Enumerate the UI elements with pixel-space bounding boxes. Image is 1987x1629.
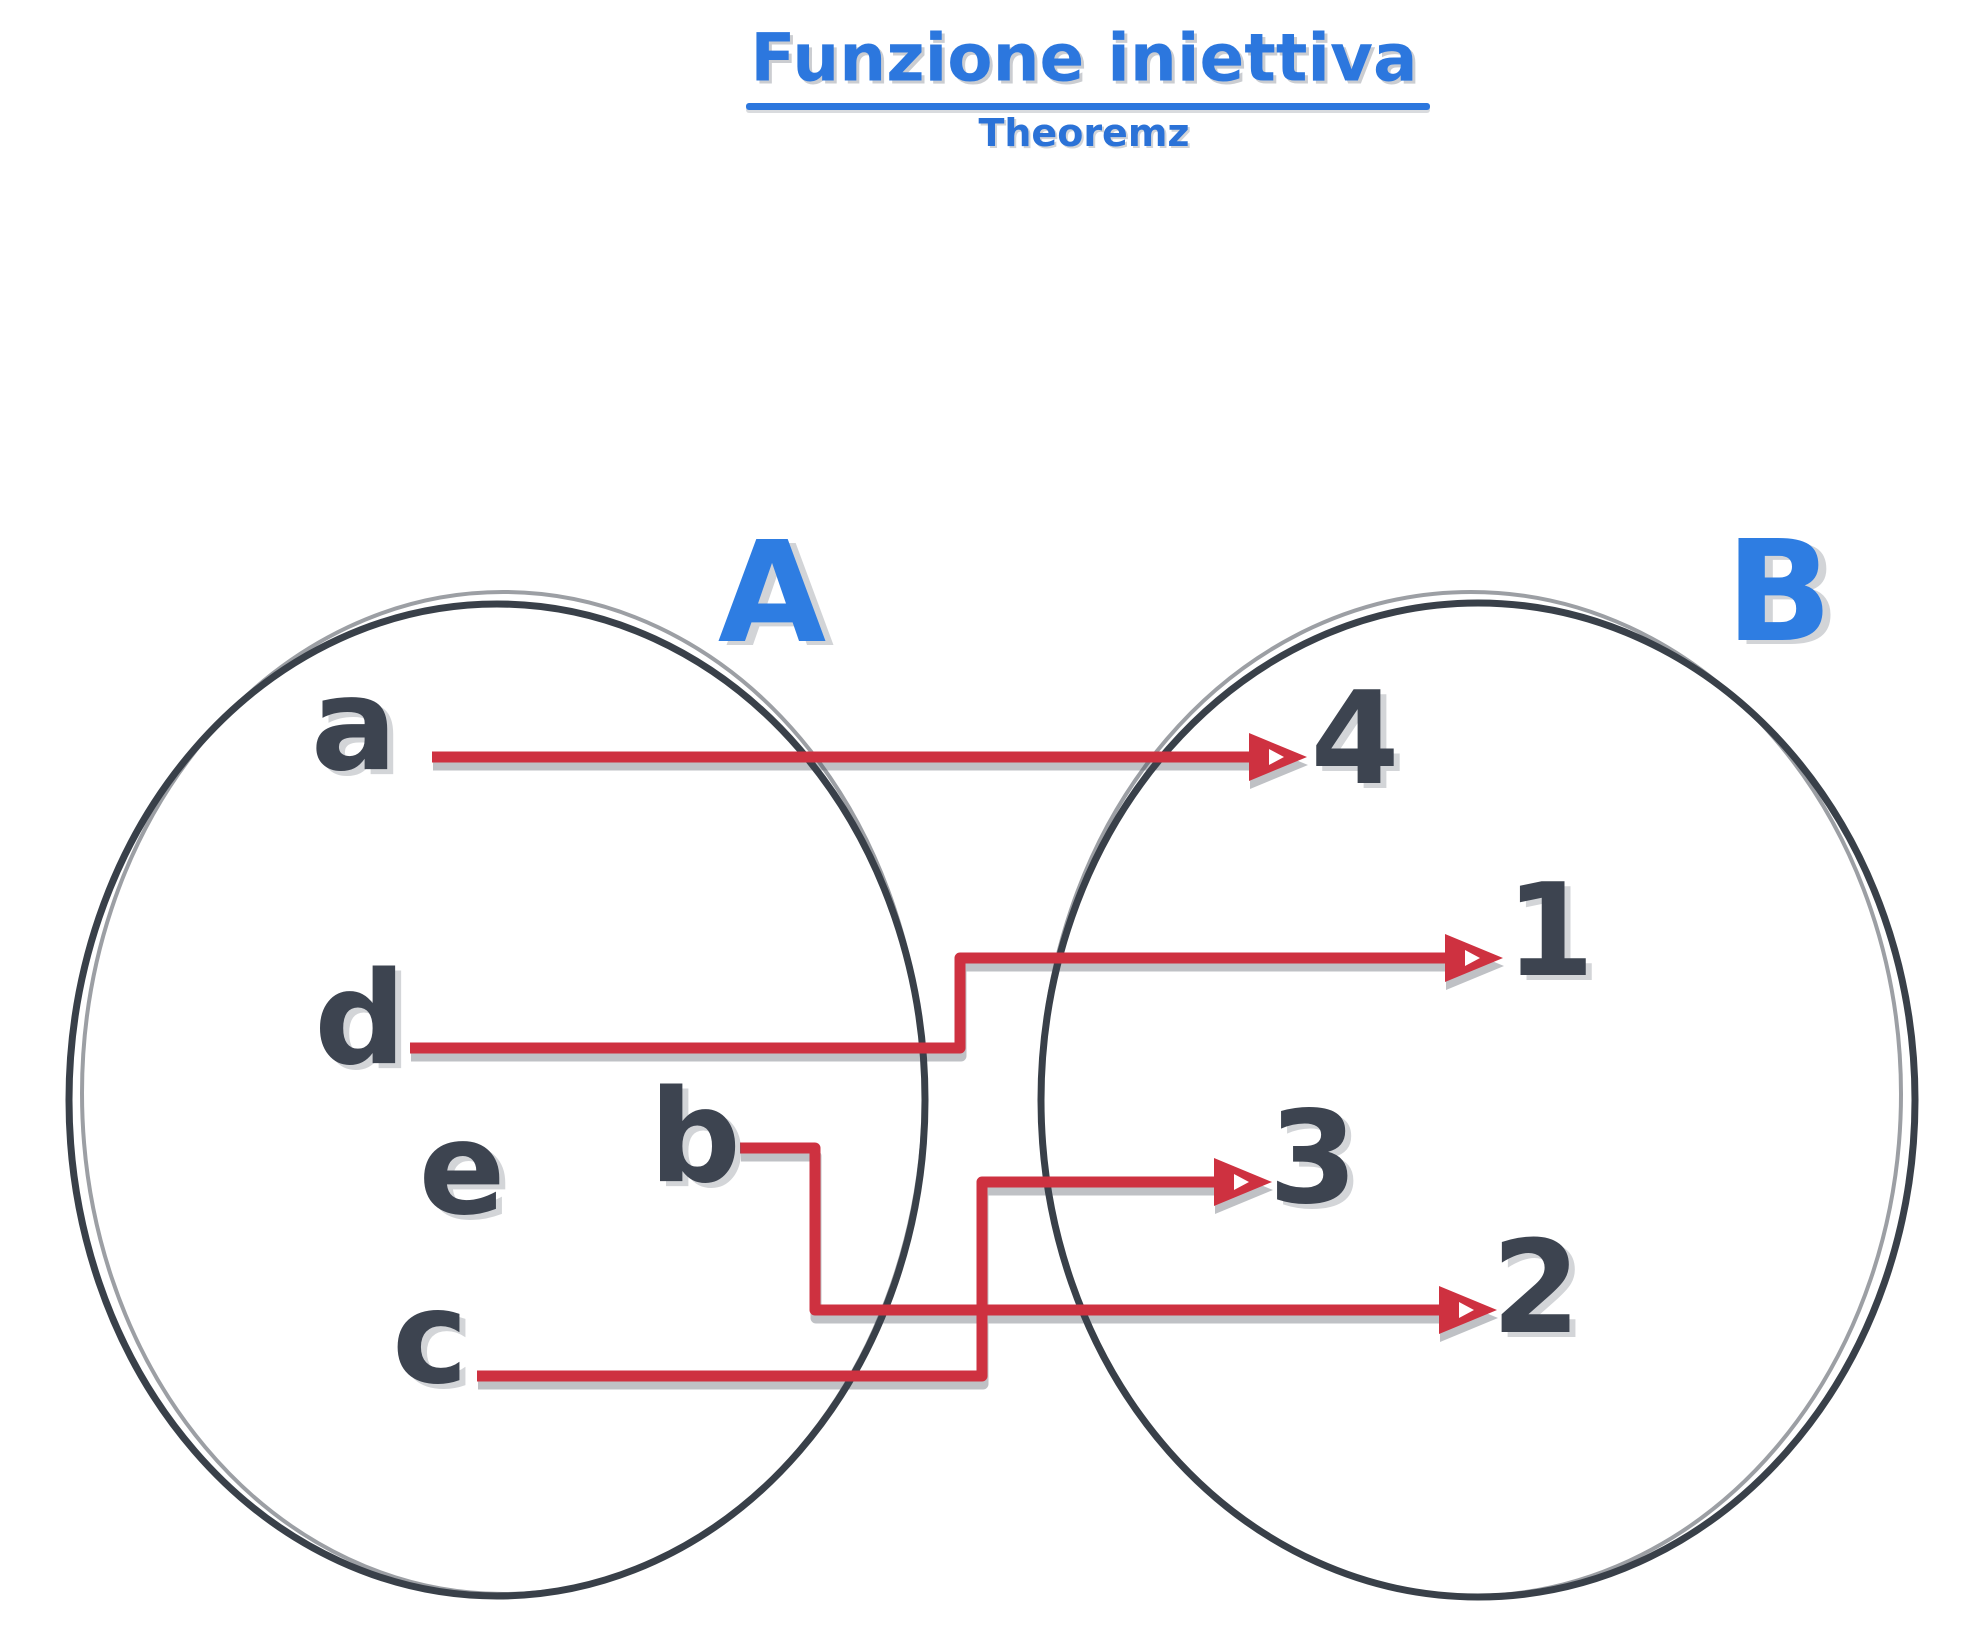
set-a-circle-echo — [80, 590, 926, 1596]
arrow-c-to-3-head-notch — [1234, 1174, 1249, 1190]
element-e: e — [418, 1095, 506, 1244]
arrow-b-to-2-head-notch — [1459, 1302, 1474, 1318]
title-underline — [746, 103, 1430, 110]
arrow-b-to-2-line — [740, 1142, 1442, 1316]
page-title: Funzione iniettiva — [750, 19, 1418, 97]
set-a-label: A — [717, 512, 827, 675]
element-2: 2 — [1491, 1214, 1581, 1363]
mapping-arrows — [410, 733, 1503, 1382]
element-4: 4 — [1310, 665, 1400, 814]
arrow-d-to-1-line — [410, 952, 1448, 1054]
set-b-circle-echo — [1039, 590, 1903, 1598]
element-d: d — [314, 945, 406, 1094]
set-b-circle — [1037, 590, 1919, 1601]
arrow-c-to-3-line — [477, 1176, 1217, 1382]
element-b: b — [649, 1063, 741, 1212]
arrow-a-to-4-head-notch — [1269, 749, 1284, 765]
element-c: c — [392, 1264, 468, 1413]
brand-subtitle: Theoremz — [978, 111, 1190, 155]
element-a: a — [310, 651, 398, 800]
element-3: 3 — [1268, 1084, 1358, 1233]
arrow-d-to-1-head-notch — [1465, 950, 1480, 966]
set-a-circle — [65, 590, 929, 1600]
element-1: 1 — [1505, 857, 1595, 1006]
set-b-label: B — [1725, 511, 1833, 674]
